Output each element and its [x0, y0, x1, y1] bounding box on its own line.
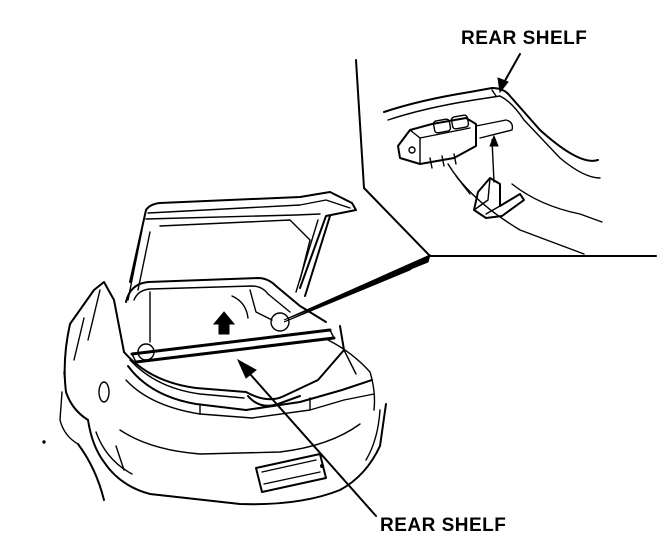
clip-location-circle-right	[270, 312, 290, 332]
taillight-band	[125, 365, 375, 419]
rear-deck-panel	[123, 325, 376, 411]
rear-shelf-label-bottom: REAR SHELF	[380, 515, 507, 536]
clip-tab-line	[491, 139, 495, 183]
inset-detail	[383, 87, 603, 255]
left-wheel-arch	[77, 443, 105, 501]
top-callout-arrowhead	[497, 77, 509, 94]
trunk-lid	[127, 191, 357, 301]
license-plate	[255, 453, 327, 493]
retaining-clip	[397, 114, 514, 169]
bottom-callout-arrowhead	[236, 358, 257, 379]
rear-shelf-panel	[130, 328, 336, 364]
bottom-callout-line	[249, 373, 377, 517]
left-quarter-panel	[63, 281, 125, 421]
shelf-bracket	[473, 177, 525, 219]
lift-direction-arrow	[212, 311, 236, 335]
car-illustration	[42, 191, 387, 506]
inset-frame	[355, 59, 657, 257]
rear-bumper	[87, 403, 387, 506]
fuel-door	[98, 381, 110, 403]
trunk-opening	[125, 277, 327, 343]
magnification-wedge	[283, 254, 431, 323]
rear-shelf-label-top: REAR SHELF	[461, 28, 588, 49]
clip-location-circle-left	[137, 343, 155, 361]
